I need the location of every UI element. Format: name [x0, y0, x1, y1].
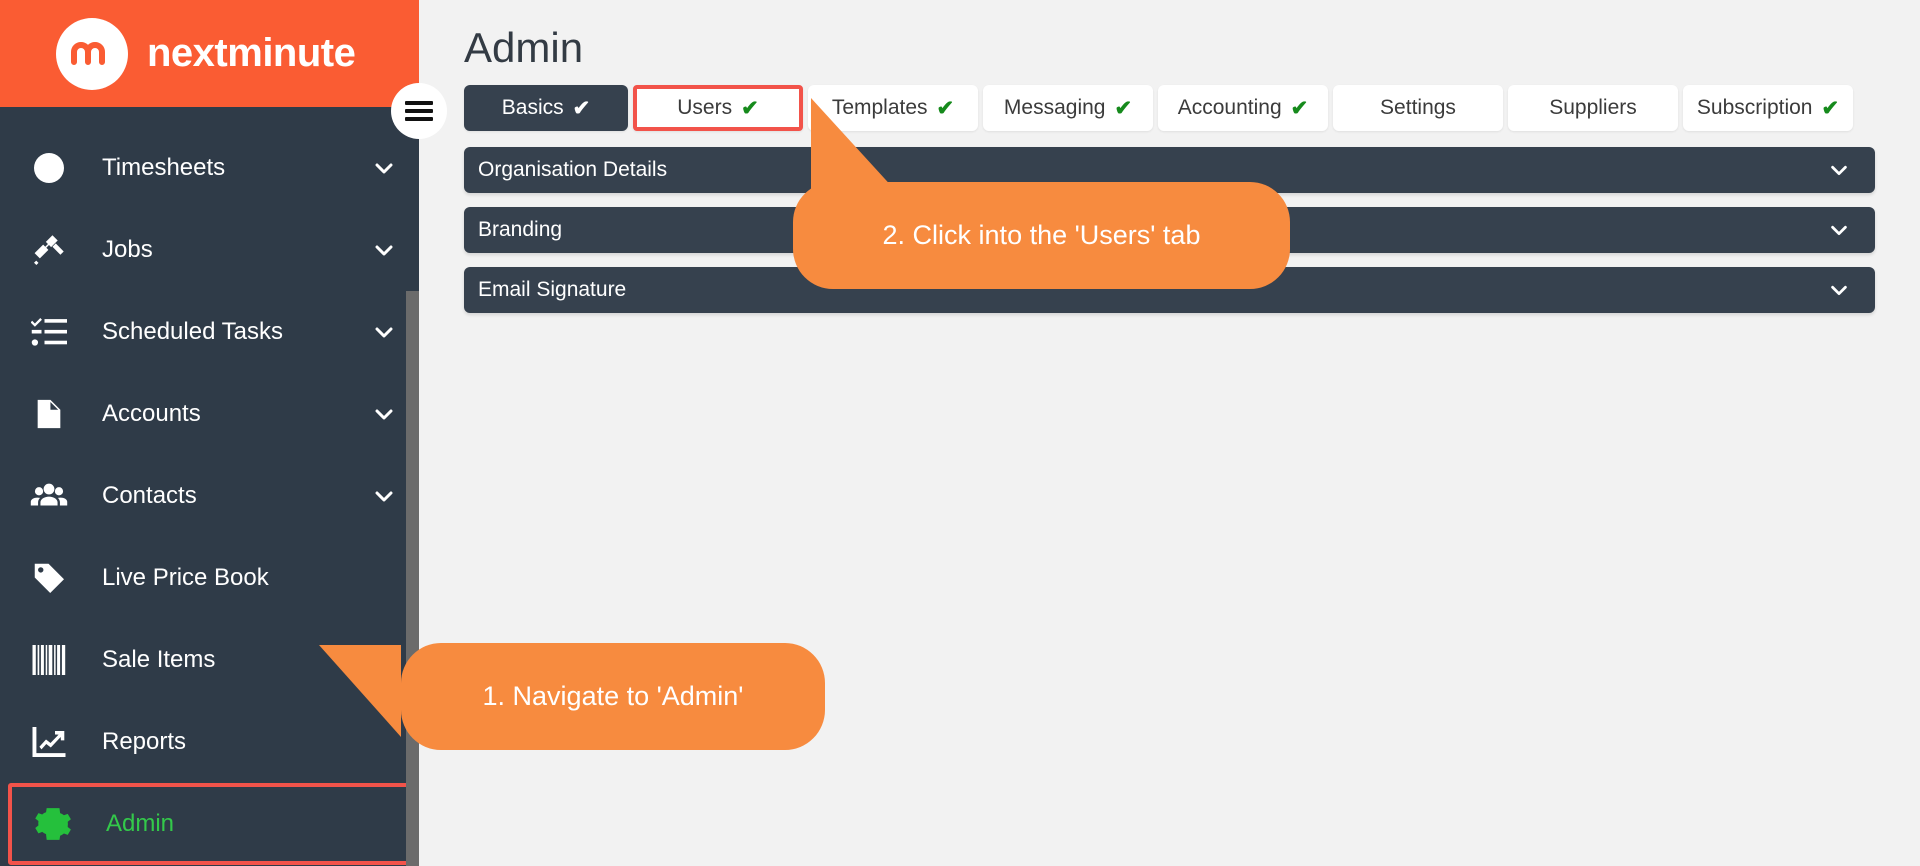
- callout-step-2: 2. Click into the 'Users' tab: [793, 98, 1290, 289]
- hamburger-bars: [405, 97, 433, 125]
- sidebar-item-label: Timesheets: [102, 154, 226, 181]
- people-icon: [26, 477, 72, 515]
- sidebar-item-jobs[interactable]: Jobs: [0, 209, 419, 291]
- sidebar-item-contacts[interactable]: Contacts: [0, 455, 419, 537]
- sidebar-item-label: Jobs: [102, 236, 153, 263]
- tab-accounting[interactable]: Accounting ✔: [1158, 85, 1328, 131]
- sidebar-item-sale-items[interactable]: Sale Items: [0, 619, 419, 701]
- tab-suppliers[interactable]: Suppliers: [1508, 85, 1678, 131]
- brand-header: nextminute: [0, 0, 419, 107]
- tab-users[interactable]: Users ✔: [633, 85, 803, 131]
- brand-name: nextminute: [147, 31, 356, 75]
- tab-label: Basics: [501, 96, 564, 119]
- check-icon: ✔: [1821, 96, 1840, 120]
- check-icon: ✔: [572, 96, 591, 120]
- tab-subscription[interactable]: Subscription ✔: [1683, 85, 1853, 131]
- sidebar-scrollbar[interactable]: [406, 291, 419, 866]
- accordion-label: Organisation Details: [478, 158, 668, 181]
- accordion-label: Email Signature: [478, 278, 627, 301]
- sidebar-item-label: Reports: [102, 728, 187, 755]
- sidebar-item-label: Admin: [106, 810, 175, 837]
- clock-icon: [26, 150, 72, 186]
- check-icon: ✔: [936, 96, 955, 120]
- tab-basics[interactable]: Basics ✔: [464, 85, 628, 131]
- gear-icon: [30, 805, 76, 843]
- barcode-icon: [26, 643, 72, 677]
- price-tag-icon: [26, 560, 72, 596]
- accordion-label: Branding: [478, 218, 563, 241]
- sidebar-item-label: Accounts: [102, 400, 201, 427]
- sidebar-item-label: Contacts: [102, 482, 197, 509]
- tab-label: Suppliers: [1549, 96, 1637, 119]
- tab-label: Messaging: [1003, 96, 1106, 119]
- hammer-icon: [26, 232, 72, 268]
- chevron-down-icon[interactable]: [371, 484, 397, 508]
- checklist-icon: [26, 314, 72, 350]
- sidebar-item-accounts[interactable]: Accounts: [0, 373, 419, 455]
- callout-text: 2. Click into the 'Users' tab: [882, 220, 1201, 250]
- sidebar-item-live-price-book[interactable]: Live Price Book: [0, 537, 419, 619]
- sidebar-item-scheduled-tasks[interactable]: Scheduled Tasks: [0, 291, 419, 373]
- sidebar-nav: Timesheets Jobs: [0, 107, 419, 865]
- check-icon: ✔: [1290, 96, 1309, 120]
- callout-step-1: 1. Navigate to 'Admin': [319, 643, 825, 750]
- check-icon: ✔: [741, 96, 759, 120]
- chart-line-icon: [26, 725, 72, 759]
- chevron-down-icon[interactable]: [371, 238, 397, 262]
- tab-settings[interactable]: Settings: [1333, 85, 1503, 131]
- tab-label: Subscription: [1696, 96, 1813, 119]
- sidebar-item-label: Live Price Book: [102, 564, 269, 591]
- admin-tab-bar: Basics ✔ Users ✔ Templates ✔ Messaging ✔…: [419, 85, 1920, 131]
- chevron-down-icon[interactable]: [1827, 219, 1851, 241]
- check-icon: ✔: [1114, 96, 1133, 120]
- tab-label: Accounting: [1177, 96, 1282, 119]
- page-title: Admin: [464, 24, 584, 71]
- document-icon: [26, 397, 72, 431]
- sidebar-item-label: Scheduled Tasks: [102, 318, 284, 345]
- callout-tail: [319, 645, 401, 737]
- nextminute-m-logo-icon: [56, 17, 128, 90]
- chevron-down-icon[interactable]: [371, 402, 397, 426]
- tab-label: Settings: [1380, 96, 1456, 119]
- tab-label: Users: [677, 96, 733, 119]
- callout-text: 1. Navigate to 'Admin': [482, 681, 744, 711]
- callout-tail: [811, 98, 895, 190]
- chevron-down-icon[interactable]: [371, 156, 397, 180]
- chevron-down-icon[interactable]: [371, 320, 397, 344]
- sidebar-item-label: Sale Items: [102, 646, 216, 673]
- chevron-down-icon[interactable]: [1827, 159, 1851, 181]
- sidebar: nextminute Timesheets Jobs: [0, 0, 419, 866]
- hamburger-menu-icon[interactable]: [391, 83, 447, 139]
- tab-messaging[interactable]: Messaging ✔: [983, 85, 1153, 131]
- sidebar-item-reports[interactable]: Reports: [0, 701, 419, 783]
- chevron-down-icon[interactable]: [1827, 279, 1851, 301]
- sidebar-item-timesheets[interactable]: Timesheets: [0, 127, 419, 209]
- sidebar-item-admin[interactable]: Admin: [8, 783, 413, 865]
